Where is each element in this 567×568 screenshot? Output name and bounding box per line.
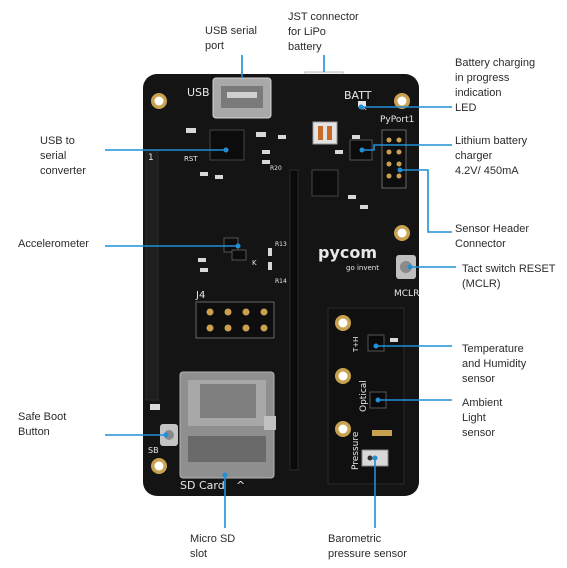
- temp-humidity-chip: [367, 334, 385, 352]
- label-safe-boot: Safe Boot Button: [18, 411, 67, 438]
- label-jst-connector: JST connector for LiPo battery: [288, 11, 359, 53]
- pyport-header: [381, 129, 407, 189]
- silk-sb: SB: [148, 446, 159, 455]
- usb-serial-ic: [209, 129, 245, 161]
- silk-k: K: [252, 259, 257, 267]
- label-usb-to-serial: USB to serial converter: [40, 135, 86, 177]
- callout-dots: [163, 104, 413, 478]
- silk-pin1: 1: [148, 153, 154, 163]
- pycom-tagline: go invent: [346, 264, 379, 272]
- silk-rst: RST: [184, 155, 198, 163]
- silk-trh: T+H: [352, 337, 360, 353]
- reset-button: [396, 255, 416, 279]
- label-ambient-light: Ambient Light sensor: [462, 397, 503, 439]
- silk-usb: USB: [187, 86, 210, 99]
- usb-port: [212, 77, 272, 119]
- callout-lines: [105, 55, 456, 528]
- silk-r20: R20: [270, 165, 282, 172]
- label-barometric: Barometric pressure sensor: [328, 533, 407, 560]
- silk-mclr: MCLR: [394, 289, 419, 299]
- label-battery-charging-led: Battery charging in progress indication …: [455, 57, 536, 114]
- smd-components: [186, 128, 368, 272]
- safe-boot-button: [160, 424, 178, 446]
- label-temp-humidity: Temperature and Humidity sensor: [462, 343, 527, 385]
- mounting-holes: [151, 93, 410, 474]
- left-header-strip: [145, 149, 159, 401]
- label-micro-sd: Micro SD slot: [190, 533, 236, 560]
- sensor-panel-pads: [335, 315, 351, 437]
- charging-led: [358, 101, 366, 107]
- micro-sd-slot: [179, 371, 276, 479]
- silk-batt: BATT: [344, 89, 372, 102]
- silk-r14: R14: [275, 278, 287, 285]
- label-tact-switch: Tact switch RESET (MCLR): [462, 263, 556, 290]
- silk-optical: Optical: [359, 380, 369, 412]
- j4-header: [195, 301, 275, 339]
- label-accelerometer: Accelerometer: [18, 238, 89, 250]
- silk-r13: R13: [275, 241, 287, 248]
- pycom-logo: pycom: [318, 243, 377, 262]
- silk-caret: ^: [236, 479, 245, 492]
- silk-sd-card: SD Card: [180, 479, 225, 492]
- silk-j4: J4: [195, 290, 205, 301]
- svg-text:K: K: [362, 104, 367, 112]
- line-charger: [362, 144, 452, 151]
- line-header: [400, 169, 452, 233]
- label-sensor-header: Sensor Header Connector: [455, 223, 529, 250]
- label-lithium-charger: Lithium battery charger 4.2V/ 450mA: [455, 135, 528, 177]
- label-usb-serial-port: USB serial port: [205, 25, 257, 52]
- silk-pyport: PyPort1: [380, 115, 414, 125]
- silk-pressure: Pressure: [351, 431, 361, 470]
